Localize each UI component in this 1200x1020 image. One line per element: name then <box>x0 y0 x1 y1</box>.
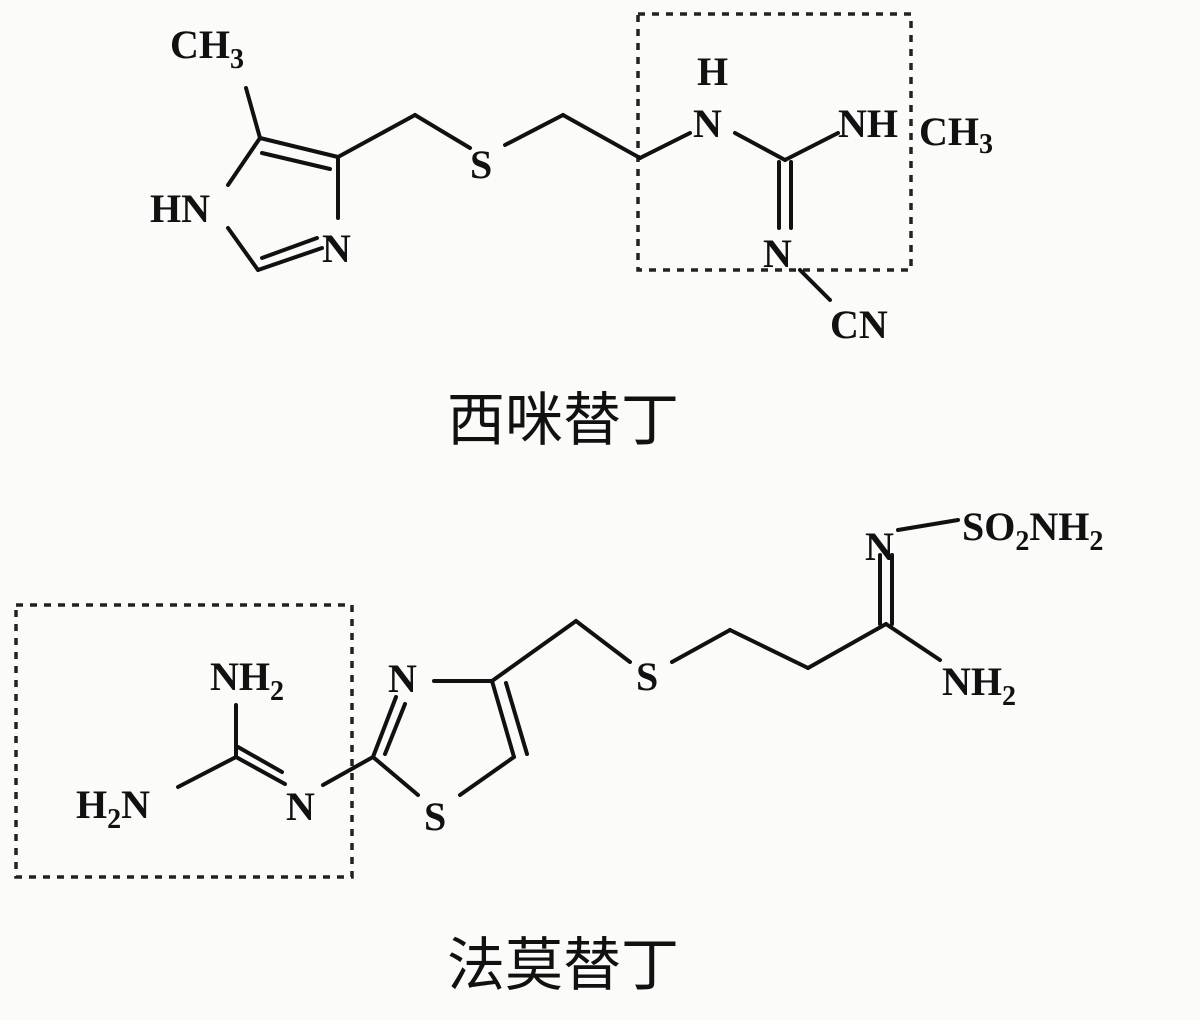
h-label: H <box>697 49 728 94</box>
s-chain-label: S <box>636 654 658 699</box>
nh2-top-label: NH2 <box>210 654 284 707</box>
bond-nguan-c <box>234 755 287 786</box>
bond-c5-s <box>458 755 516 797</box>
bond-c-ch2 <box>806 622 888 670</box>
bond-ch2-ch2 <box>561 113 642 160</box>
n-thiazole-label: N <box>388 656 417 701</box>
cimetidine-atoms: CH3 HN N S H N NH CH3 N CN <box>150 22 993 347</box>
bond-n-cn <box>798 268 832 302</box>
cimetidine-structure: CH3 HN N S H N NH CH3 N CN 西咪替丁 <box>150 12 993 454</box>
bond-ch2-ch2 <box>728 628 810 670</box>
bond-ch2-c4 <box>490 619 578 683</box>
n-sulfonyl-label: N <box>865 524 894 569</box>
n-h-label: N <box>693 101 722 146</box>
bond-s-ch2 <box>503 113 565 147</box>
bond-ch2-s <box>670 628 732 664</box>
famotidine-bonds <box>176 518 960 797</box>
cn-label: CN <box>830 302 888 347</box>
bond-c2-n3-double <box>383 702 407 756</box>
h2n-label: H2N <box>76 782 150 835</box>
n-ring-label: N <box>322 226 351 271</box>
hn-ring-label: HN <box>150 186 210 231</box>
bond-nh-c <box>733 131 787 162</box>
bond-c5-c4-double <box>260 151 332 171</box>
bond-nh-c2 <box>226 226 260 272</box>
ch3-top-label: CH3 <box>170 22 244 75</box>
so2nh2-label: SO2NH2 <box>962 504 1103 557</box>
bond-ch2-s <box>413 113 472 150</box>
ch3-right-label: CH3 <box>919 109 993 160</box>
famotidine-highlight-box <box>14 603 354 879</box>
bond-nguan-c-double <box>236 745 284 774</box>
s-cimetidine-label: S <box>470 142 492 187</box>
bond-c4-ch2 <box>336 113 417 159</box>
bond-c-nhch3 <box>783 131 840 162</box>
n-imine-label: N <box>763 231 792 276</box>
bond-c5-c4 <box>258 136 340 159</box>
bond-ch2-nh <box>638 131 692 160</box>
cimetidine-highlight-box <box>636 12 913 272</box>
bond-c4-c5-double <box>504 681 529 756</box>
famotidine-name: 法莫替丁 <box>447 931 679 999</box>
cimetidine-bonds <box>226 86 840 302</box>
bond-n-so2 <box>896 518 960 532</box>
bond-s-ch2 <box>574 619 632 664</box>
bond-ch3-c5 <box>244 86 262 140</box>
bond-c2-n3 <box>371 695 398 759</box>
cimetidine-name: 西咪替丁 <box>447 386 679 454</box>
bond-c-nh2 <box>884 622 942 662</box>
bond-c5-nh <box>226 136 262 187</box>
n-guan-label: N <box>286 784 315 829</box>
bond-c4-c5 <box>490 679 516 759</box>
s-thiazole-label: S <box>424 794 446 839</box>
bond-s-c2 <box>371 755 420 797</box>
bond-c-h2n <box>176 755 238 789</box>
famotidine-atoms: N SO2NH2 NH2 N S NH2 H2N N S <box>76 504 1103 839</box>
famotidine-structure: N SO2NH2 NH2 N S NH2 H2N N S 法莫替丁 <box>14 504 1103 999</box>
nh-label: NH <box>838 101 898 146</box>
bond-c2-n3-double <box>260 236 319 260</box>
bond-c2-n3 <box>256 246 324 272</box>
nh2-amidine-label: NH2 <box>942 659 1016 712</box>
bond-c2-nguan <box>321 755 375 787</box>
